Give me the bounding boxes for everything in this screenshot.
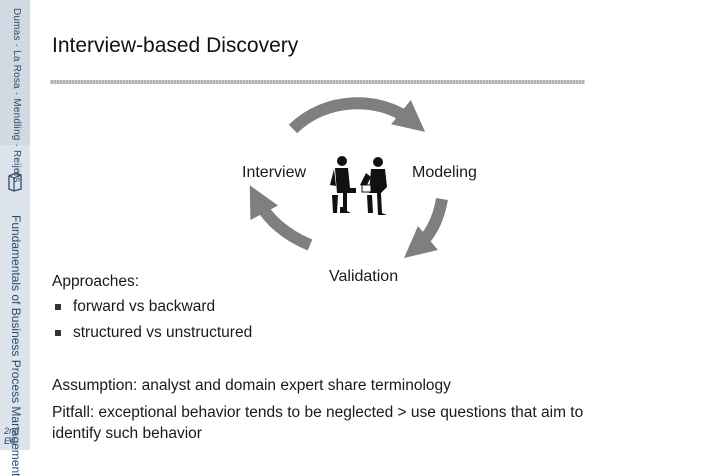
bullet-text: forward vs backward <box>73 298 216 315</box>
list-item: structured vs unstructured <box>55 324 252 342</box>
cycle-label-modeling: Modeling <box>412 164 477 181</box>
people-meeting-icon <box>330 156 387 215</box>
edition-label: 2nd Ed <box>4 426 20 446</box>
sidebar: Dumas · La Rosa · Mendling · Reijers Fun… <box>0 0 30 476</box>
book-icon <box>8 172 22 192</box>
assumption-text: Assumption: analyst and domain expert sh… <box>52 377 451 394</box>
page-title: Interview-based Discovery <box>52 34 299 57</box>
pitfall-text: Pitfall: exceptional behavior tends to b… <box>52 404 584 442</box>
cycle-arrow-right <box>404 197 448 258</box>
bullet-icon <box>55 330 61 336</box>
cycle-label-validation: Validation <box>329 268 399 285</box>
bullet-text: structured vs unstructured <box>73 324 253 341</box>
authors-label: Dumas · La Rosa · Mendling · Reijers <box>11 8 22 183</box>
cycle-diagram <box>249 97 448 258</box>
sidebar-top-band <box>0 0 30 145</box>
approaches-label: Approaches: <box>52 273 140 290</box>
list-item: forward vs backward <box>55 298 215 316</box>
cycle-arrow-left <box>249 185 313 251</box>
bullet-icon <box>55 304 61 310</box>
title-divider <box>50 80 585 84</box>
cycle-label-interview: Interview <box>242 164 307 181</box>
cycle-arrow-top <box>288 97 426 134</box>
